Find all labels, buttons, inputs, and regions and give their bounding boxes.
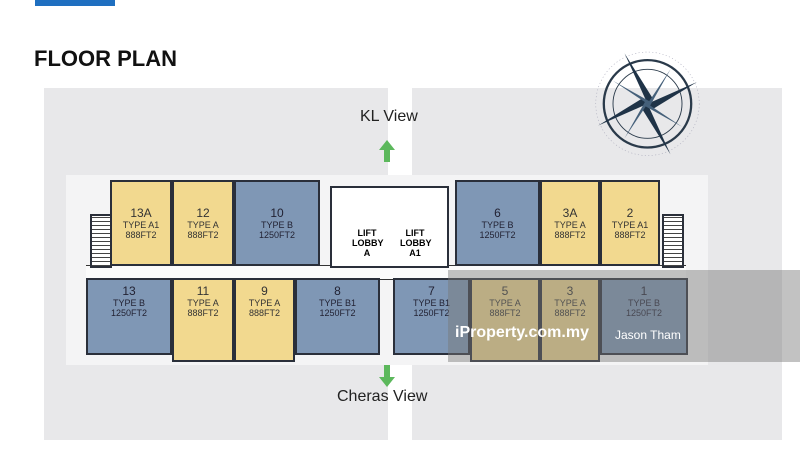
watermark-site: iProperty.com.my [455,324,589,341]
unit-area: 888FT2 [489,308,521,318]
unit-type: TYPE A [554,298,586,308]
unit-type: TYPE B1 [318,298,356,308]
unit-type: TYPE A [248,298,281,308]
unit-area: 1250FT2 [110,308,148,318]
watermark-agent: Jason Tham [615,328,681,342]
unit-type: TYPE B [481,220,514,230]
lift-lobby: LIFT LOBBY A LIFT LOBBY A1 [330,186,449,268]
unit-num: 2 [626,206,634,220]
unit-num: 6 [494,206,501,220]
unit-num: 8 [334,284,341,298]
page-title: FLOOR PLAN [34,46,177,71]
unit-area: 1250FT2 [258,230,296,240]
lift-lobby-a1: LIFT LOBBY A1 [400,228,432,258]
arrow-up-icon [379,140,395,162]
staircase-right [662,214,684,268]
unit-num: 12 [196,206,210,220]
unit-area: 888FT2 [187,308,219,318]
unit-num: 11 [196,284,210,298]
staircase-left [90,214,112,268]
unit-area: 1250FT2 [413,308,450,318]
unit-area: 888FT2 [187,230,219,240]
unit-area: 1250FT2 [625,308,663,318]
unit-type: TYPE B [627,298,660,308]
unit-type: TYPE B [260,220,293,230]
unit-num: 5 [501,284,509,298]
unit-num: 3A [562,206,578,220]
unit-area: 888FT2 [248,308,281,318]
compass-rose-icon [595,51,700,156]
header-accent-bar [35,0,115,6]
unit-type: TYPE A [187,298,219,308]
unit-num: 10 [270,206,284,220]
unit-area: 888FT2 [614,230,646,240]
unit-area: 888FT2 [554,230,586,240]
unit-num: 13 [122,284,136,298]
unit-num: 13A [130,206,152,220]
unit-num: 9 [261,284,268,298]
unit-type: TYPE A [489,298,521,308]
unit-num: 1 [640,284,648,298]
unit-type: TYPE B [112,298,145,308]
watermark-band [448,270,800,362]
unit-area: 1250FT2 [319,308,356,318]
lift-lobby-a: LIFT LOBBY A [352,228,384,258]
unit-type: TYPE A1 [122,220,160,230]
unit-type: TYPE A1 [611,220,649,230]
kl-view-label: KL View [360,108,418,125]
unit-area: 888FT2 [125,230,157,240]
unit-area: 888FT2 [554,308,586,318]
unit-type: TYPE A [554,220,586,230]
unit-type: TYPE B1 [412,298,450,308]
unit-num: 3 [566,284,574,298]
cheras-view-label: Cheras View [337,388,428,405]
arrow-down-icon [379,365,395,387]
unit-type: TYPE A [187,220,219,230]
unit-area: 1250FT2 [479,230,516,240]
unit-num: 7 [428,284,435,298]
